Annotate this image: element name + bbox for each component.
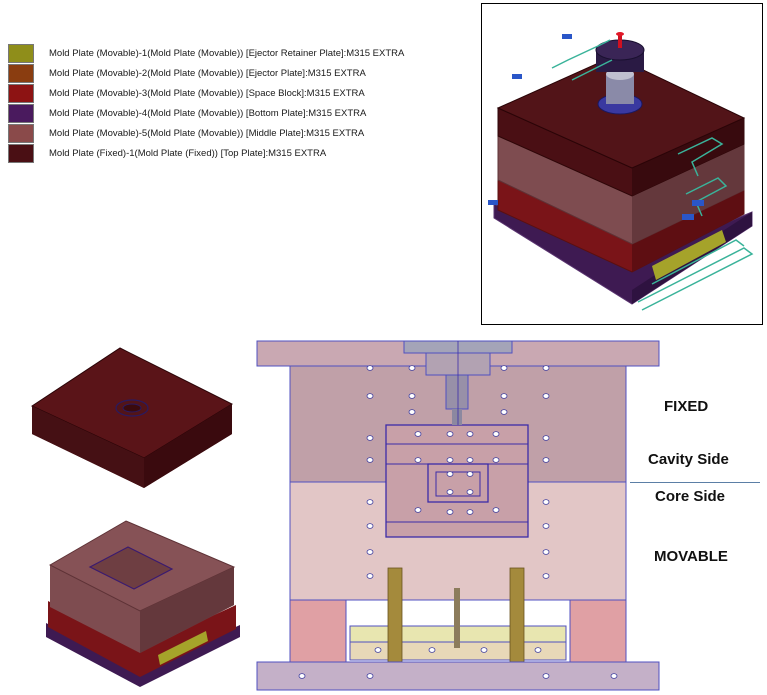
- movable-label: MOVABLE: [654, 548, 728, 565]
- legend-swatch: [8, 64, 34, 83]
- legend-swatch: [8, 124, 34, 143]
- isometric-movable-half: [46, 520, 240, 687]
- fixed-label: FIXED: [664, 398, 709, 415]
- legend-label: Mold Plate (Movable)-5(Mold Plate (Movab…: [49, 128, 365, 139]
- isometric-fixed-half: [30, 347, 234, 488]
- isometric-assembly-view: [481, 3, 763, 325]
- parting-line-divider: [630, 482, 760, 483]
- legend-swatch: [8, 104, 34, 123]
- legend-label: Mold Plate (Movable)-4(Mold Plate (Movab…: [49, 108, 367, 119]
- legend-label: Mold Plate (Movable)-1(Mold Plate (Movab…: [49, 48, 405, 59]
- cavity-side-label: Cavity Side: [648, 451, 729, 468]
- legend-label: Mold Plate (Movable)-2(Mold Plate (Movab…: [49, 68, 366, 79]
- legend-label: Mold Plate (Movable)-3(Mold Plate (Movab…: [49, 88, 365, 99]
- mold-cross-section: [256, 340, 660, 691]
- core-side-label: Core Side: [655, 488, 726, 505]
- legend-label: Mold Plate (Fixed)-1(Mold Plate (Fixed))…: [49, 148, 327, 159]
- legend-swatch: [8, 44, 34, 63]
- legend-swatch: [8, 144, 34, 163]
- isometric-assembly-drawing: [488, 32, 754, 311]
- legend-swatch: [8, 84, 34, 103]
